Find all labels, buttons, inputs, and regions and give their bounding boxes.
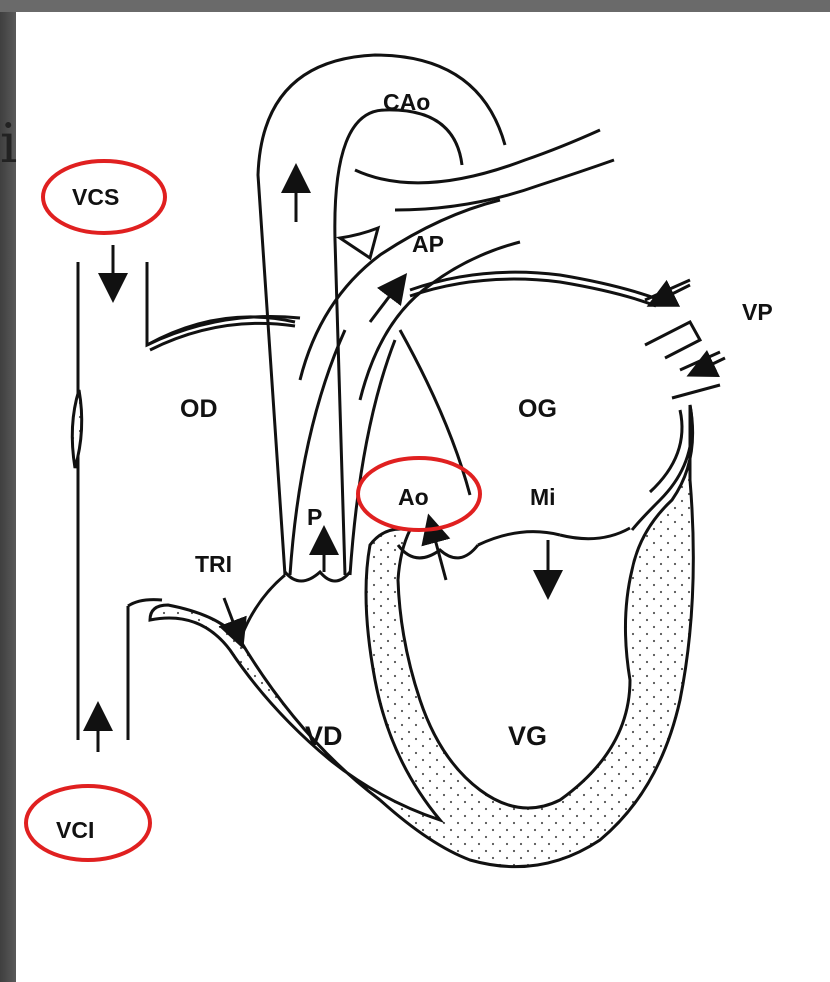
label-og: OG [518,395,557,423]
label-vp: VP [742,299,773,325]
label-mi: Mi [530,484,556,510]
label-vcs: VCS [72,184,119,210]
label-ao: Ao [398,484,429,510]
aorta-vessel [258,55,614,575]
label-p: P [307,504,322,530]
label-tri: TRI [195,551,232,577]
label-od: OD [180,395,218,423]
label-vd: VD [305,721,343,751]
label-vg: VG [508,721,547,751]
label-ap: AP [412,231,444,257]
ventricle-myocardium [150,405,693,867]
pulmonary-artery-vessel [300,200,520,400]
label-cao: CAo [383,89,430,115]
label-vci: VCI [56,817,94,843]
